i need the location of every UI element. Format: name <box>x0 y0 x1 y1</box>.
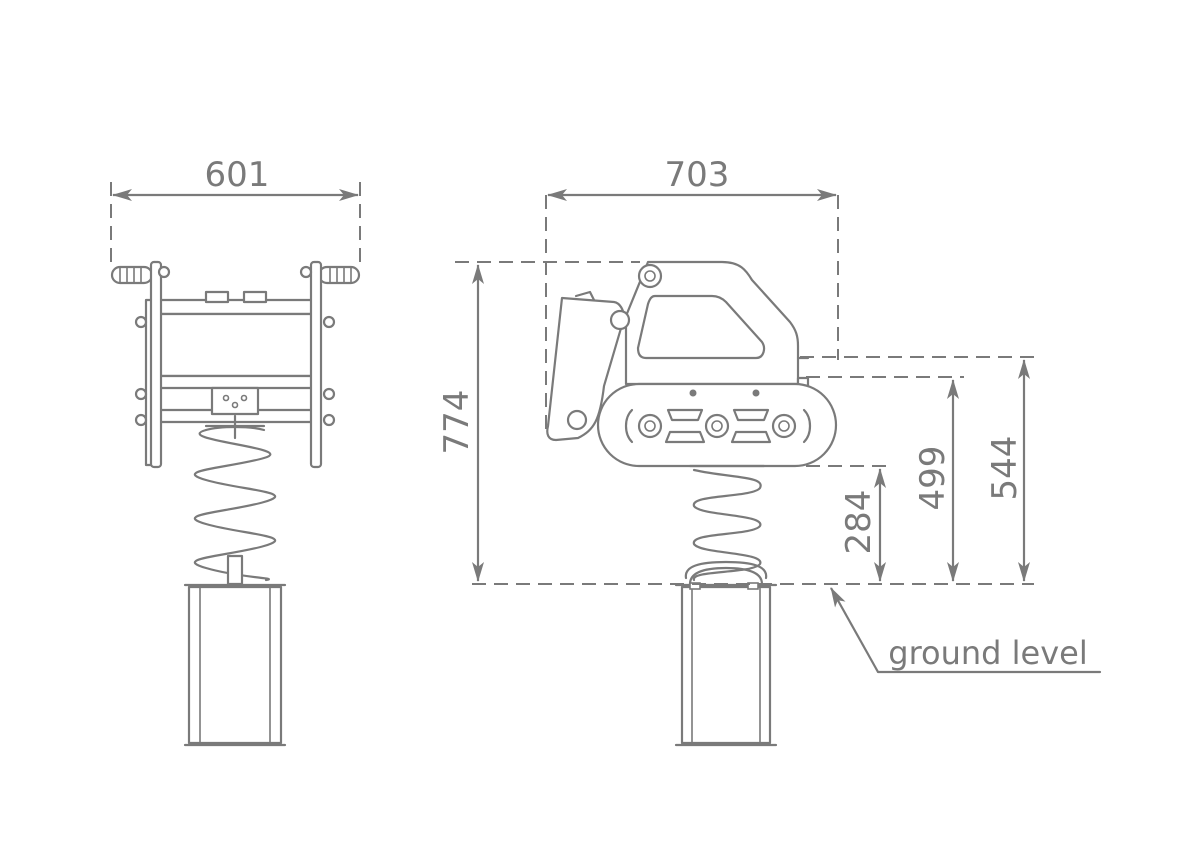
front-spring <box>193 414 277 586</box>
front-side-posts <box>134 260 336 469</box>
mid-height-label: 499 <box>913 446 953 511</box>
ground-level-label: ground level <box>888 634 1087 672</box>
front-view: 601 <box>110 155 361 747</box>
side-spring <box>684 464 768 586</box>
seat-height-label: 544 <box>985 436 1025 501</box>
ground-level-callout: ground level <box>830 587 1102 674</box>
front-frame <box>158 290 314 424</box>
excavator-track <box>596 382 838 468</box>
right-handle <box>317 265 361 285</box>
spring-height-label: 284 <box>839 490 879 555</box>
excavator-cab <box>624 260 810 388</box>
left-handle <box>110 265 154 285</box>
side-base-post <box>674 582 778 747</box>
front-base-post <box>183 583 287 747</box>
side-length-label: 703 <box>665 155 730 195</box>
excavator-bucket <box>546 290 631 442</box>
side-view: 703 <box>437 155 1102 747</box>
total-height-label: 774 <box>437 390 477 455</box>
front-width-label: 601 <box>205 155 270 195</box>
